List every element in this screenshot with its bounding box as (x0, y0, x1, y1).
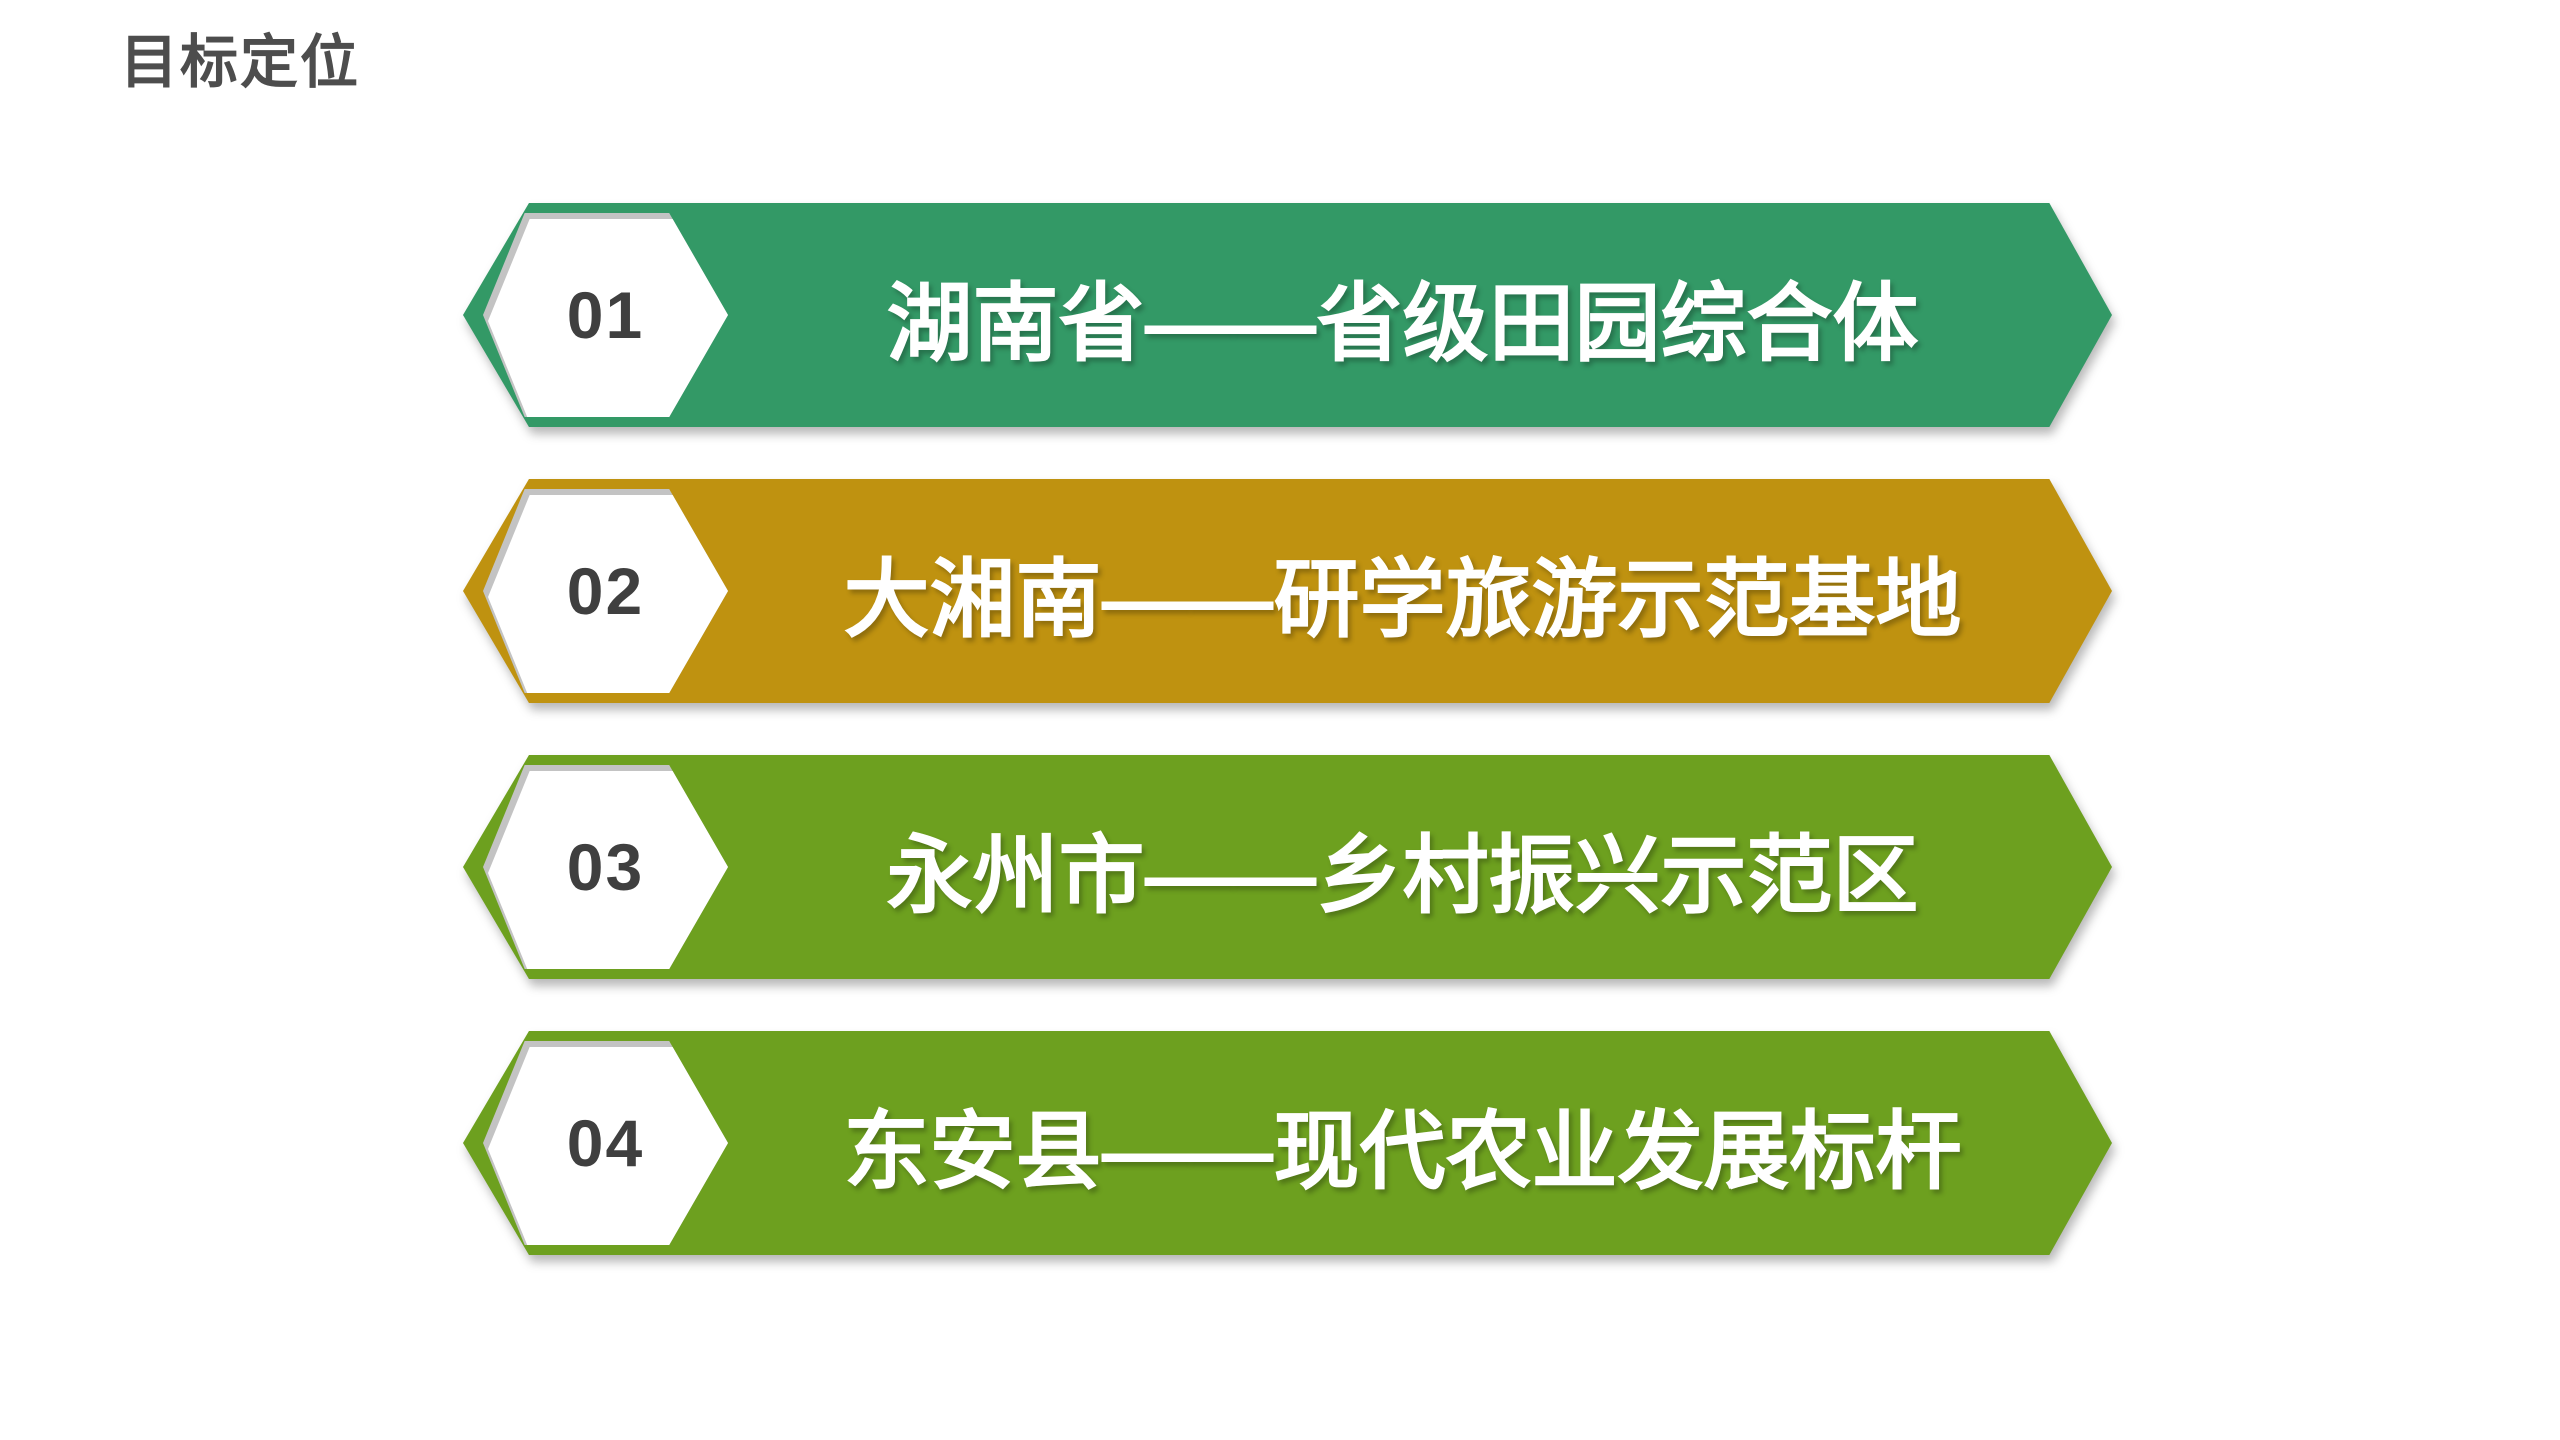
badge-hexagon-face (488, 1047, 728, 1245)
badge-number: 03 (566, 830, 645, 904)
ribbon-arrow-shape: 03 永州市——乡村振兴示范区 (463, 755, 2112, 979)
badge-hexagon-face (488, 219, 728, 417)
banner-label: 永州市——乡村振兴示范区 (886, 827, 1919, 924)
badge-hexagon-face (488, 771, 728, 969)
banner-list: 01 湖南省——省级田园综合体 02 大湘南——研学旅游示范基地 03 永州市 (463, 203, 2112, 1307)
banner-row-3: 03 永州市——乡村振兴示范区 (463, 755, 2112, 979)
banner-row-4: 04 东安县——现代农业发展标杆 (463, 1031, 2112, 1255)
badge-number: 02 (566, 554, 645, 628)
banner-label: 湖南省——省级田园综合体 (886, 275, 1919, 372)
ribbon-arrow-shape: 01 湖南省——省级田园综合体 (463, 203, 2112, 427)
number-badge: 04 (483, 1041, 728, 1245)
ribbon-arrow-shape: 04 东安县——现代农业发展标杆 (463, 1031, 2112, 1255)
page-title: 目标定位 (120, 30, 361, 95)
banner-label: 东安县——现代农业发展标杆 (843, 1103, 1962, 1200)
banner-row-1: 01 湖南省——省级田园综合体 (463, 203, 2112, 427)
banner-label: 大湘南——研学旅游示范基地 (843, 551, 1962, 648)
banner-row-2: 02 大湘南——研学旅游示范基地 (463, 479, 2112, 703)
badge-hexagon-face (488, 495, 728, 693)
badge-number: 04 (566, 1106, 645, 1180)
badge-number: 01 (566, 278, 645, 352)
number-badge: 01 (483, 213, 728, 417)
number-badge: 03 (483, 765, 728, 969)
number-badge: 02 (483, 489, 728, 693)
ribbon-arrow-shape: 02 大湘南——研学旅游示范基地 (463, 479, 2112, 703)
